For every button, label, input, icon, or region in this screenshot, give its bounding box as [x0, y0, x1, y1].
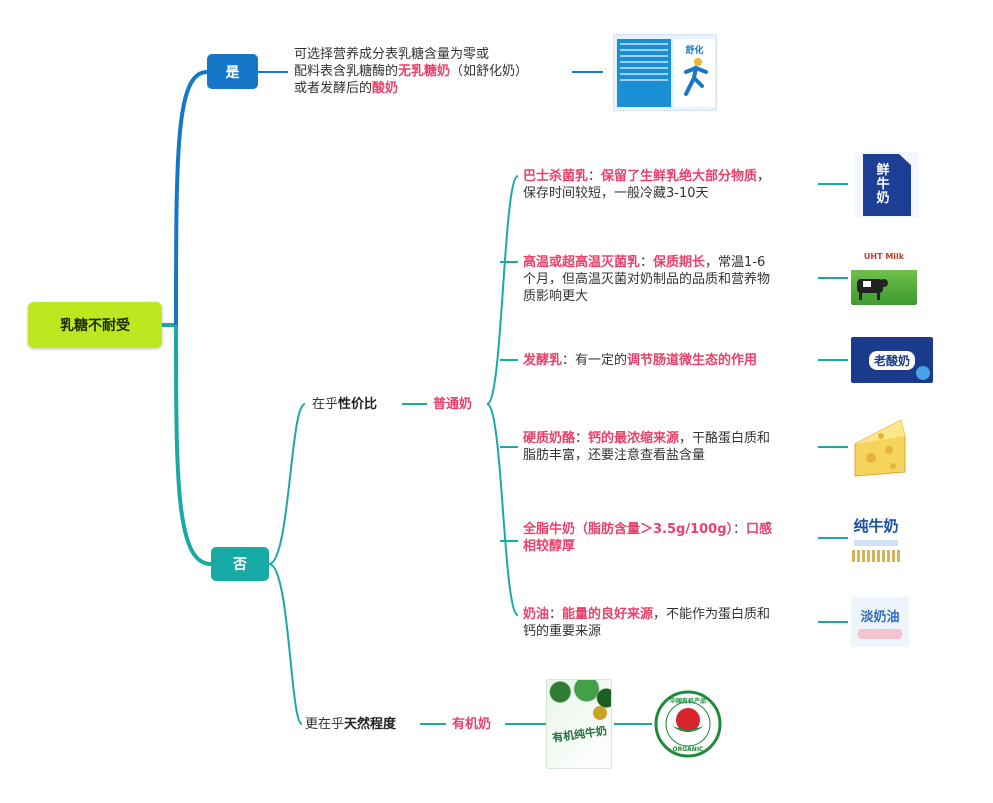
uht-milk-text: UHT Milk — [863, 252, 905, 261]
light-cream-package-image: 淡奶油 — [851, 597, 909, 647]
fermented-milk-node[interactable]: 发酵乳：有一定的调节肠道微生态的作用 — [523, 353, 758, 368]
nutrition-table-panel — [617, 39, 671, 107]
link-root-no — [174, 324, 212, 566]
whole-milk-package-image: 纯牛奶 — [848, 510, 904, 566]
yogurt-text: 老酸奶 — [868, 350, 915, 370]
cost-performance-bold: 性价比 — [338, 397, 378, 412]
yes-line-2: 配料表含乳糖酶的无乳糖奶（如舒化奶） — [294, 64, 529, 79]
organic-milk-node[interactable]: 有机奶 — [452, 717, 492, 732]
shuhua-box-panel: 舒化 — [674, 39, 715, 107]
yes-line-3: 或者发酵后的酸奶 — [294, 81, 399, 96]
organic-logo-bottom-text: ORGANIC — [672, 746, 704, 753]
nature-node[interactable]: 更在乎天然程度 — [305, 717, 397, 732]
leaf-decoration — [547, 680, 611, 710]
light-cream-text: 淡奶油 — [860, 609, 900, 625]
ordinary-milk-node[interactable]: 普通奶 — [433, 397, 473, 412]
link-item-images — [818, 183, 848, 623]
naturalness-bold: 天然程度 — [344, 717, 397, 732]
pasteurized-milk-node[interactable]: 巴士杀菌乳：保留了生鲜乳绝大部分物质， 保存时间较短，一般冷藏3-10天 — [523, 169, 771, 201]
yogurt-package-image: 老酸奶 — [851, 337, 933, 383]
cheese-icon — [854, 419, 906, 477]
shuhua-milk-carton-image: 舒化 — [613, 34, 717, 111]
china-organic-product-logo: 中国有机产品 ORGANIC — [654, 690, 722, 758]
cheese-wedge-image — [851, 414, 909, 480]
yes-line-1: 可选择营养成分表乳糖含量为零或 — [294, 47, 490, 62]
fresh-milk-carton-image: 鲜牛奶 — [855, 152, 919, 218]
root-node[interactable]: 乳糖不耐受 — [28, 302, 162, 348]
link-no-price — [268, 403, 306, 565]
yes-node[interactable]: 是 — [207, 54, 258, 89]
link-root-yes — [174, 70, 208, 326]
organic-logo-top-text: 中国有机产品 — [669, 698, 706, 705]
organic-milk-text: 有机纯牛奶 — [550, 724, 608, 745]
shuhua-brand-text: 舒化 — [685, 46, 704, 56]
cream-node[interactable]: 奶油：能量的良好来源，不能作为蛋白质和 钙的重要来源 — [523, 607, 771, 639]
uht-milk-cow-image: UHT Milk — [851, 247, 917, 305]
price-node[interactable]: 在乎性价比 — [312, 397, 378, 412]
link-no-nature — [268, 563, 303, 725]
link-ordinary-mid — [500, 261, 518, 542]
whole-milk-text: 纯牛奶 — [853, 516, 899, 535]
no-node[interactable]: 否 — [211, 547, 269, 581]
yogurt-highlight: 酸奶 — [372, 81, 399, 96]
whole-milk-node[interactable]: 全脂牛奶（脂肪含量＞3.5g/100g）：口感 相较醇厚 — [523, 522, 773, 554]
link-ordinary-bracket — [486, 175, 519, 616]
uht-milk-node[interactable]: 高温或超高温灭菌乳：保质期长，常温1-6 个月，但高温灭菌对奶制品的品质和营养物… — [523, 255, 771, 304]
hard-cheese-node[interactable]: 硬质奶酪：钙的最浓缩来源，干酪蛋白质和 脂肪丰富，还要注意查看盐含量 — [523, 431, 771, 463]
running-figure-icon — [683, 58, 708, 96]
organic-milk-box-image: 有机纯牛奶 — [546, 679, 612, 769]
lactose-free-highlight: 无乳糖奶 — [398, 64, 451, 79]
cow-icon — [857, 279, 888, 300]
organic-logo-icon — [654, 690, 722, 758]
fresh-milk-text: 鲜牛奶 — [876, 162, 890, 207]
yes-description: 可选择营养成分表乳糖含量为零或 配料表含乳糖酶的无乳糖奶（如舒化奶） 或者发酵后… — [294, 46, 528, 97]
